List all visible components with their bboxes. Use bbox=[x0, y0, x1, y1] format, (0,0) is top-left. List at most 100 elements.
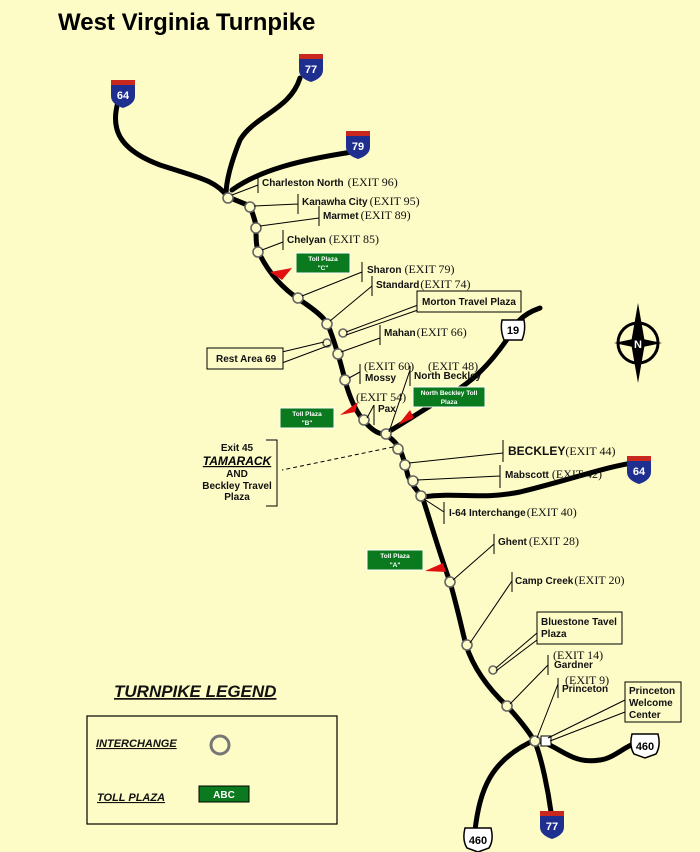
interchange-marker[interactable] bbox=[252, 246, 264, 258]
interchange-marker[interactable] bbox=[244, 201, 256, 213]
legend-sample-sign-text: ABC bbox=[213, 790, 235, 801]
interstate-79-shield-icon: 79 bbox=[346, 131, 370, 159]
exit-number: (EXIT 54) bbox=[356, 390, 406, 404]
exit-label[interactable]: Mabscott(EXIT 42) bbox=[505, 467, 602, 481]
toll-plaza-b-sign[interactable] bbox=[279, 407, 335, 429]
us-19-shield-icon: 19 bbox=[500, 319, 526, 341]
interchange-marker[interactable] bbox=[399, 459, 411, 471]
exit-name[interactable]: Pax bbox=[378, 404, 396, 415]
boxed-labels: Morton Travel Plaza Rest Area 69 Bluesto… bbox=[206, 290, 682, 723]
interchanges bbox=[222, 192, 552, 747]
exit-label[interactable]: Charleston North(EXIT 96) bbox=[262, 175, 398, 189]
rest-area-box bbox=[206, 347, 284, 370]
toll-flag-icon bbox=[340, 402, 358, 415]
interchange-marker[interactable] bbox=[321, 318, 333, 330]
svg-text:Beckley Travel: Beckley Travel bbox=[202, 481, 272, 492]
road-i64-east bbox=[419, 459, 643, 500]
interstate-64-east-shield-icon: 64 bbox=[627, 456, 651, 484]
exit-label[interactable]: Ghent(EXIT 28) bbox=[498, 534, 579, 548]
svg-text:Exit 45: Exit 45 bbox=[221, 443, 254, 454]
route-shields: 64 77 79 19 64 77 460 bbox=[111, 54, 660, 852]
exit-number: (EXIT 9) bbox=[565, 673, 609, 687]
legend-toll-plaza-label: TOLL PLAZA bbox=[97, 792, 165, 804]
svg-text:"B": "B" bbox=[302, 420, 313, 427]
exit-number: (EXIT 60) bbox=[364, 359, 414, 373]
svg-text:460: 460 bbox=[636, 741, 654, 753]
interstate-77-south-shield-icon: 77 bbox=[540, 811, 564, 839]
exit-name[interactable]: North Beckley bbox=[414, 371, 482, 382]
road-i77-north bbox=[223, 75, 303, 198]
exit-label[interactable]: Standard(EXIT 74) bbox=[376, 277, 470, 291]
rest-area-label[interactable]: Rest Area 69 bbox=[216, 354, 277, 365]
interchange-marker[interactable] bbox=[358, 414, 370, 426]
exit-number: (EXIT 48) bbox=[428, 359, 478, 373]
exit-label[interactable]: I-64 Interchange(EXIT 40) bbox=[449, 505, 577, 519]
north-arrow-compass-icon: N bbox=[614, 303, 662, 383]
interchange-legend-icon bbox=[209, 734, 231, 756]
exit-label[interactable]: Chelyan(EXIT 85) bbox=[287, 232, 379, 246]
toll-plaza-a-sign[interactable] bbox=[366, 549, 424, 571]
exit-label[interactable]: BECKLEY(EXIT 44) bbox=[508, 444, 615, 458]
interchange-marker[interactable] bbox=[461, 639, 473, 651]
svg-text:AND: AND bbox=[226, 469, 248, 480]
exit-labels: Charleston North(EXIT 96) Kanawha City(E… bbox=[262, 175, 624, 695]
interchange-marker[interactable] bbox=[250, 222, 262, 234]
interchange-marker[interactable] bbox=[501, 700, 513, 712]
welcome-center-box bbox=[624, 681, 682, 723]
exit-label[interactable]: Camp Creek(EXIT 20) bbox=[515, 573, 624, 587]
leader-lines bbox=[231, 173, 626, 742]
exit-name[interactable]: Princeton bbox=[562, 684, 608, 695]
interchange-marker[interactable] bbox=[292, 292, 304, 304]
bluestone-label-line1[interactable]: Bluestone Tavel bbox=[541, 617, 617, 628]
svg-text:77: 77 bbox=[305, 64, 317, 76]
exit-label[interactable]: Mahan(EXIT 66) bbox=[384, 325, 467, 339]
legend-interchange-label: INTERCHANGE bbox=[96, 738, 177, 750]
welcome-line2[interactable]: Welcome bbox=[629, 698, 673, 709]
interchange-marker[interactable] bbox=[407, 475, 419, 487]
toll-plaza-legend-icon bbox=[198, 785, 250, 803]
svg-text:North Beckley Toll: North Beckley Toll bbox=[421, 390, 478, 397]
bluestone-box bbox=[536, 611, 623, 645]
legend-title: TURNPIKE LEGEND bbox=[114, 682, 276, 701]
exit-name[interactable]: Gardner bbox=[554, 660, 593, 671]
legend-box bbox=[86, 715, 338, 825]
us-460-south-shield-icon: 460 bbox=[463, 827, 493, 852]
interchange-marker[interactable] bbox=[392, 443, 404, 455]
interchange-marker[interactable] bbox=[415, 490, 427, 502]
svg-text:19: 19 bbox=[507, 325, 519, 337]
exit-label[interactable]: Kanawha City(EXIT 95) bbox=[302, 194, 420, 208]
tamarack-label[interactable]: Exit 45 TAMARACK AND Beckley Travel Plaz… bbox=[202, 443, 272, 503]
bluestone-label-line2[interactable]: Plaza bbox=[541, 629, 567, 640]
interchange-marker[interactable] bbox=[380, 428, 392, 440]
interchange-marker[interactable] bbox=[339, 374, 351, 386]
road-i79 bbox=[229, 149, 355, 193]
travel-plaza-marker[interactable] bbox=[338, 328, 348, 338]
toll-plaza-north-beckley-sign[interactable] bbox=[412, 386, 486, 408]
svg-text:77: 77 bbox=[546, 821, 558, 833]
exit-label[interactable]: Marmet(EXIT 89) bbox=[323, 208, 411, 222]
toll-plazas: Toll Plaza "C" Toll Plaza "B" North Beck… bbox=[270, 252, 486, 572]
morton-travel-plaza-label[interactable]: Morton Travel Plaza bbox=[422, 297, 516, 308]
interchange-marker[interactable] bbox=[529, 735, 541, 747]
interchange-marker[interactable] bbox=[444, 576, 456, 588]
svg-text:Toll Plaza: Toll Plaza bbox=[292, 411, 322, 418]
toll-flag-icon bbox=[270, 268, 292, 280]
svg-text:Plaza: Plaza bbox=[441, 399, 458, 406]
interstate-64-shield-icon: 64 bbox=[111, 80, 135, 108]
svg-text:64: 64 bbox=[117, 90, 130, 102]
exit-label[interactable]: Sharon(EXIT 79) bbox=[367, 262, 455, 276]
svg-text:79: 79 bbox=[352, 141, 364, 153]
welcome-line1[interactable]: Princeton bbox=[629, 686, 675, 697]
interchange-marker[interactable] bbox=[332, 348, 344, 360]
welcome-line3[interactable]: Center bbox=[629, 710, 661, 721]
interchange-marker[interactable] bbox=[222, 192, 234, 204]
svg-text:Toll Plaza: Toll Plaza bbox=[308, 256, 338, 263]
exit-name[interactable]: Mossy bbox=[365, 373, 397, 384]
travel-plaza-marker[interactable] bbox=[488, 665, 498, 675]
road-i64-west bbox=[112, 99, 231, 200]
exit-number: (EXIT 14) bbox=[553, 648, 603, 662]
svg-text:64: 64 bbox=[633, 466, 646, 478]
toll-plaza-c-sign[interactable] bbox=[295, 252, 351, 274]
svg-text:"C": "C" bbox=[318, 265, 329, 272]
